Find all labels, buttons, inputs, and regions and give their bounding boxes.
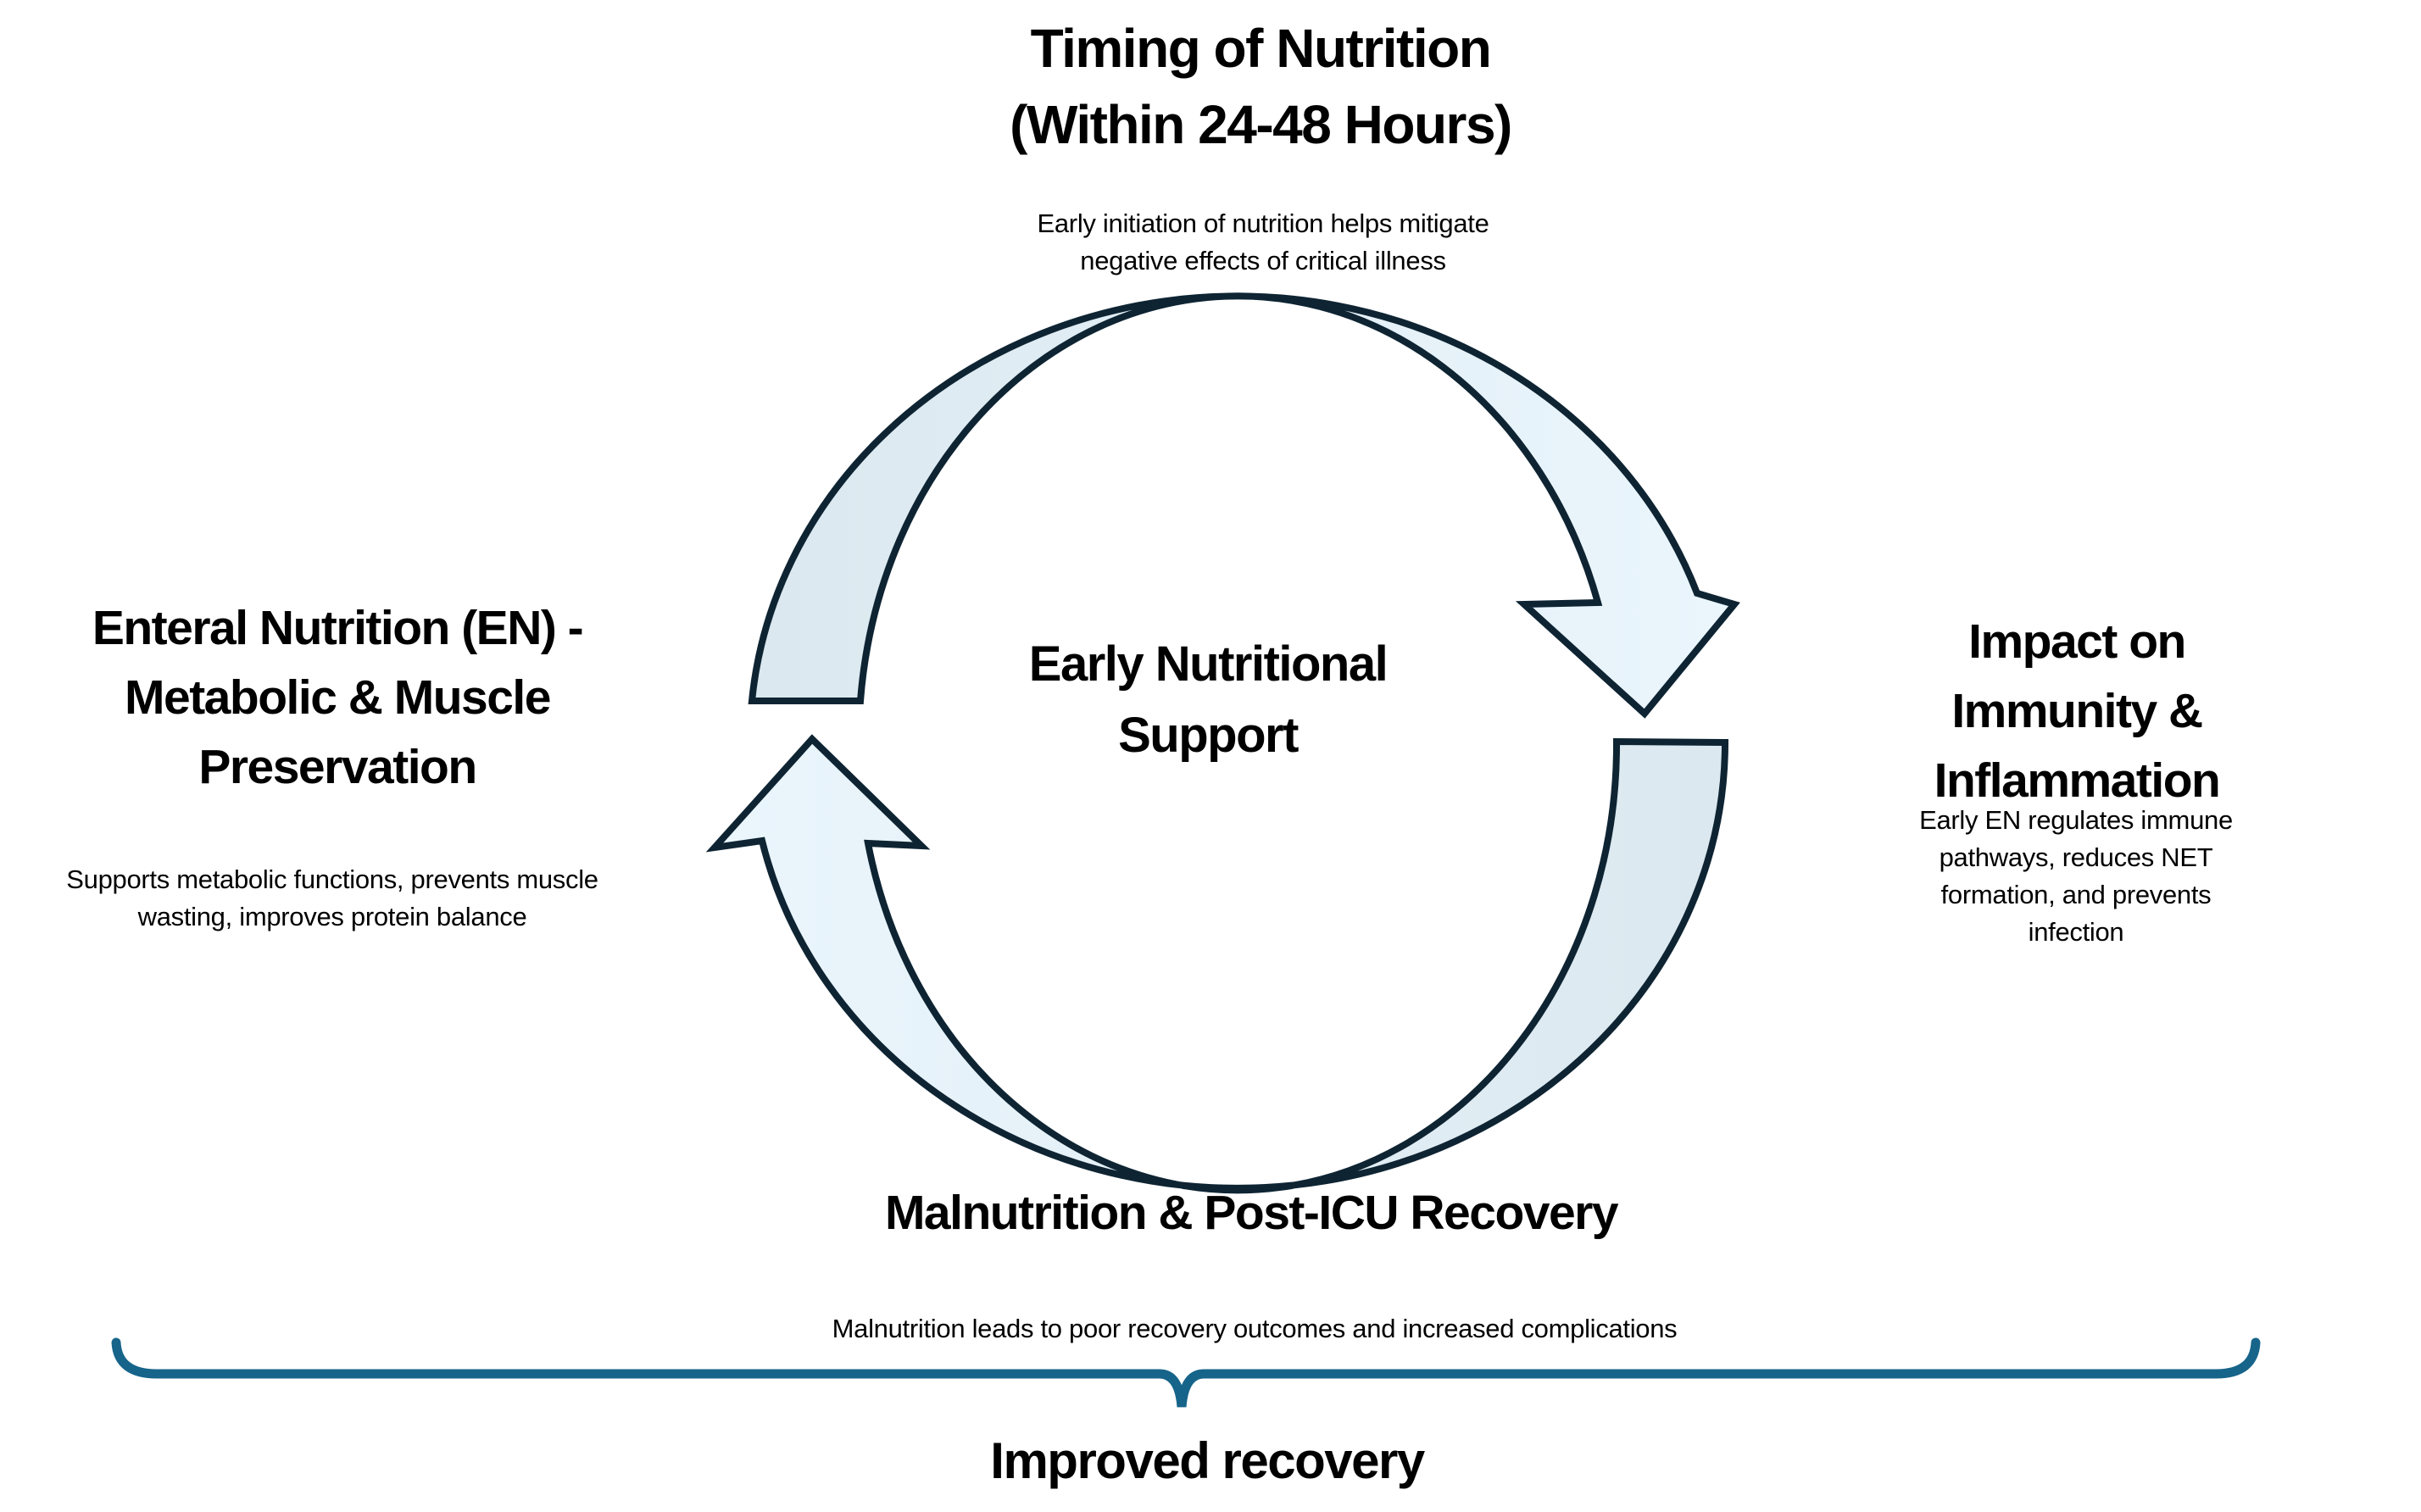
- node-description-timing: Early initiation of nutrition helps miti…: [1037, 208, 1489, 275]
- node-description-enteral-nutrition: Supports metabolic functions, prevents m…: [66, 864, 598, 931]
- node-description-immunity: Early EN regulates immune pathways, redu…: [1919, 805, 2233, 947]
- node-heading-immunity: Impact on Immunity & Inflammation: [1934, 614, 2221, 808]
- node-heading-enteral-nutrition: Enteral Nutrition (EN) - Metabolic & Mus…: [92, 601, 584, 794]
- node-heading-malnutrition: Malnutrition & Post-ICU Recovery: [884, 1186, 1619, 1240]
- node-heading-timing: Timing of Nutrition (Within 24-48 Hours): [1010, 18, 1512, 155]
- cycle-center-label: Early Nutritional Support: [1028, 636, 1389, 763]
- cycle-arrow-bottom: [705, 734, 1729, 1194]
- improved-recovery-label: Improved recovery: [990, 1432, 1425, 1489]
- improved-recovery-brace: [111, 1337, 2261, 1408]
- node-description-malnutrition: Malnutrition leads to poor recovery outc…: [832, 1314, 1678, 1343]
- cycle-arrow-top: [748, 292, 1740, 719]
